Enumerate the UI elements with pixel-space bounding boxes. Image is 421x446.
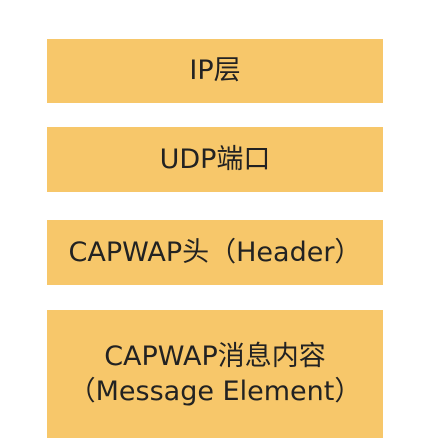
capwap-header-label: CAPWAP头（Header） xyxy=(68,236,362,268)
ip-layer-box: IP层 xyxy=(47,39,383,103)
capwap-message-sublabel: （Message Element） xyxy=(68,376,362,407)
capwap-message-label: CAPWAP消息内容 xyxy=(104,340,326,372)
capwap-message-box: CAPWAP消息内容 （Message Element） xyxy=(47,310,383,438)
capwap-header-box: CAPWAP头（Header） xyxy=(47,220,383,285)
ip-layer-label: IP层 xyxy=(189,55,241,87)
udp-port-label: UDP端口 xyxy=(159,143,271,175)
udp-port-box: UDP端口 xyxy=(47,127,383,192)
